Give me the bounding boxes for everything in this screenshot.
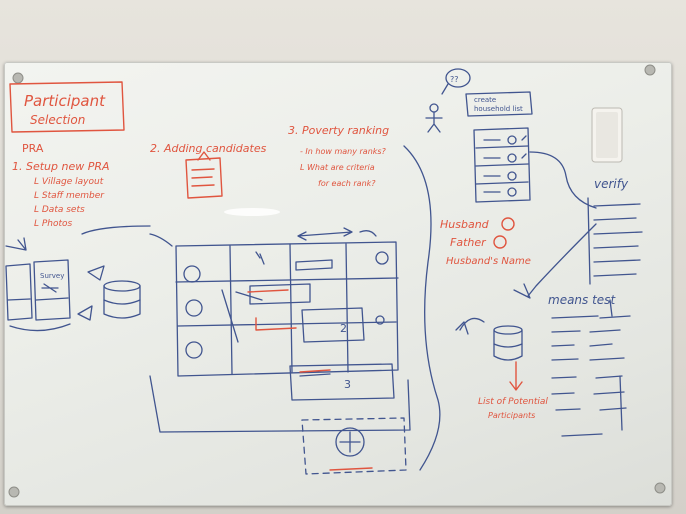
add-candidate-box bbox=[301, 417, 407, 475]
household-list-sketch bbox=[473, 127, 531, 203]
step-1-item-2: L Staff member bbox=[34, 191, 105, 201]
database-icon-left bbox=[103, 280, 141, 319]
relation-husband: Husband bbox=[440, 218, 490, 231]
user-question-bubble: ?? bbox=[450, 75, 459, 84]
step-3-item-3: for each rank? bbox=[318, 179, 376, 188]
step-3-item-1: - In how many ranks? bbox=[300, 147, 387, 156]
relation-father: Father bbox=[450, 236, 487, 249]
relation-husband-name: Husband's Name bbox=[446, 256, 531, 267]
relations-block: Husband Father Husband's Name bbox=[440, 217, 531, 267]
list-label-1: List of Potential bbox=[478, 397, 548, 407]
verify-label: verify bbox=[594, 177, 629, 191]
step-2-block: 2. Adding candidates bbox=[150, 142, 267, 199]
step-1-block: PRA 1. Setup new PRA L Village layout L … bbox=[12, 142, 110, 229]
phone-survey-label: Survey bbox=[40, 272, 64, 280]
whiteboard-eraser bbox=[591, 107, 623, 163]
means-test-section: means test bbox=[548, 293, 631, 437]
connector-to-database bbox=[527, 223, 597, 297]
row-number-3: 3 bbox=[344, 378, 351, 391]
connector-to-verify bbox=[529, 151, 597, 209]
long-connector-curve bbox=[403, 145, 441, 471]
database-icon-right: List of Potential Participants bbox=[455, 317, 548, 420]
light-glare bbox=[224, 208, 280, 216]
step-1-item-4: L Photos bbox=[34, 219, 73, 229]
user-figure: ?? bbox=[425, 68, 471, 133]
step-3-block: 3. Poverty ranking - In how many ranks? … bbox=[288, 124, 389, 188]
title-box: Participant Selection bbox=[9, 81, 125, 133]
verify-section: verify bbox=[587, 177, 643, 285]
phone-sketch-group: Survey bbox=[5, 237, 105, 332]
step-3-item-2: L What are criteria bbox=[300, 163, 375, 172]
step-2-heading: 2. Adding candidates bbox=[150, 142, 267, 155]
list-label-2: Participants bbox=[488, 411, 535, 420]
create-label-2: household list bbox=[474, 105, 523, 113]
title-line-1: Participant bbox=[24, 92, 106, 110]
title-line-2: Selection bbox=[30, 113, 85, 127]
means-test-label: means test bbox=[548, 293, 616, 307]
main-table-wireframe: 2 bbox=[175, 227, 399, 377]
connector-arrowhead bbox=[513, 283, 531, 299]
row-number-2: 2 bbox=[340, 322, 347, 335]
lower-table-wireframe: 3 bbox=[149, 363, 411, 433]
create-household-box: create household list bbox=[465, 91, 533, 117]
step-1-item-1: L Village layout bbox=[34, 177, 104, 187]
step-1-item-3: L Data sets bbox=[34, 205, 85, 215]
step-1-heading: 1. Setup new PRA bbox=[12, 160, 110, 173]
pra-label: PRA bbox=[22, 142, 44, 155]
whiteboard bbox=[4, 62, 672, 506]
step-3-heading: 3. Poverty ranking bbox=[288, 124, 389, 137]
create-label-1: create bbox=[474, 96, 496, 104]
connector-arc bbox=[81, 225, 173, 247]
mounting-screws bbox=[8, 64, 666, 498]
